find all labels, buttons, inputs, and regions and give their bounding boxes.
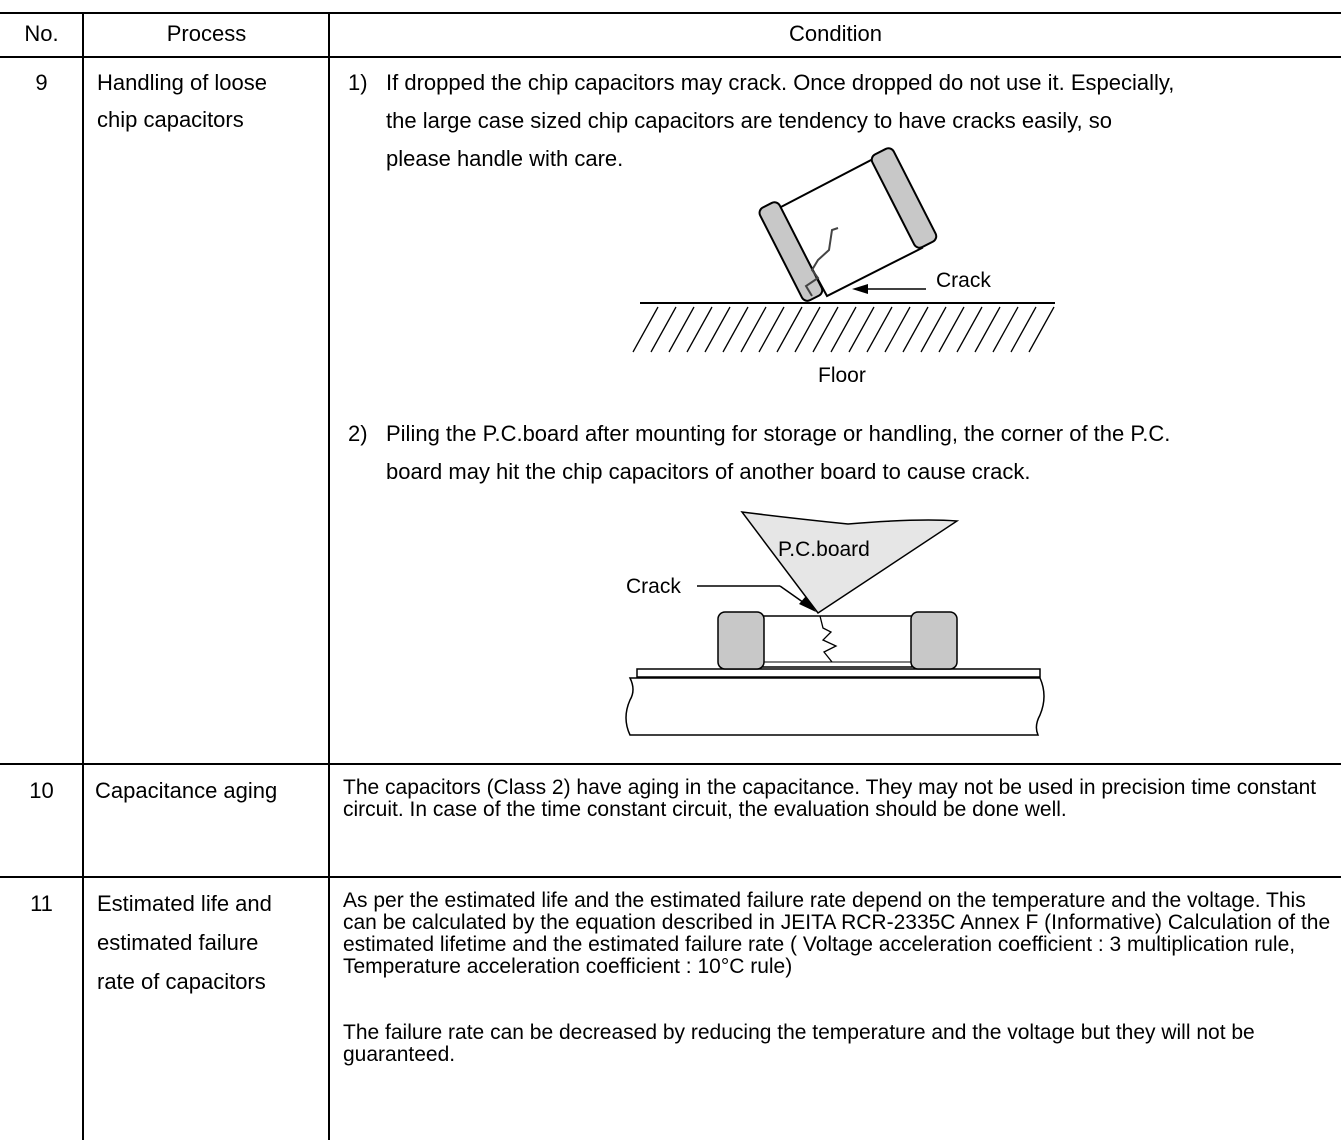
board-crack-label: Crack [626, 575, 681, 598]
row-11-process-line: estimated failure [97, 930, 259, 955]
item-2-line: Piling the P.C.board after mounting for … [386, 421, 1171, 446]
mounted-terminal-left [717, 611, 765, 670]
substrate-top [636, 668, 1041, 678]
row-10-process: Capacitance aging [95, 778, 278, 803]
mounted-capacitor-body [761, 615, 913, 668]
row-10-bottom-border [0, 876, 1341, 878]
capacitor-terminal-right [870, 147, 938, 249]
table-top-border [0, 12, 1341, 14]
row-9-bottom-border [0, 763, 1341, 765]
board-crack-arrowhead [799, 596, 816, 612]
row-10-number: 10 [29, 778, 54, 803]
item-1-line: the large case sized chip capacitors are… [386, 108, 1112, 133]
item-2-marker: 2) [348, 421, 368, 446]
item-2-line: board may hit the chip capacitors of ano… [386, 459, 1031, 484]
header-bottom-border [0, 56, 1341, 58]
item-1-marker: 1) [348, 70, 368, 95]
row-9-process-line: chip capacitors [97, 107, 244, 132]
item-1-line: please handle with care. [386, 146, 624, 171]
pc-board-shape [740, 511, 960, 615]
col-divider-2 [328, 12, 330, 1140]
row-9-process-line: Handling of loose [97, 70, 268, 95]
row-11-condition: As per the estimated life and the estima… [343, 889, 1331, 978]
crack-label: Crack [936, 269, 991, 292]
row-11-condition-note: The failure rate can be decreased by red… [343, 1021, 1255, 1066]
row-11-process-line: rate of capacitors [97, 969, 266, 994]
col-divider-1 [82, 12, 84, 1140]
mounted-terminal-right [910, 611, 958, 670]
crack-arrowhead [852, 284, 868, 294]
row-10-condition: The capacitors (Class 2) have aging in t… [343, 776, 1317, 821]
header-no: No. [24, 21, 59, 46]
mounted-crack-line [819, 615, 838, 663]
floor-label: Floor [818, 364, 866, 387]
pc-board-label: P.C.board [778, 538, 870, 561]
row-11-number: 11 [30, 891, 53, 916]
floor-hatching [632, 306, 1055, 353]
substrate-body [625, 677, 1045, 736]
header-process: Process [166, 21, 247, 46]
item-1-line: If dropped the chip capacitors may crack… [386, 70, 1175, 95]
capacitor-terminal-left [758, 201, 824, 302]
row-11-process-line: Estimated life and [97, 891, 272, 916]
row-9-number: 9 [35, 70, 48, 95]
header-condition: Condition [789, 21, 882, 46]
crack-line [804, 227, 839, 297]
